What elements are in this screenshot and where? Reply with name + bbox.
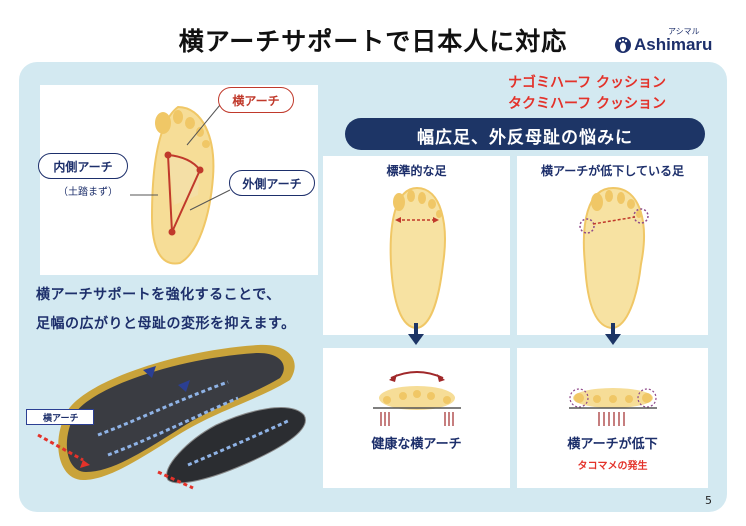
normal-foot-heading: 標準的な足 (323, 162, 510, 179)
normal-foot-card: 標準的な足 (323, 156, 510, 335)
normal-foot-icon (381, 184, 453, 332)
healthy-arch-caption: 健康な横アーチ (323, 433, 510, 452)
product-name-nagomi: ナゴミハーフ クッション (508, 72, 666, 92)
down-arrow-icon-normal (408, 323, 424, 345)
fallen-arch-foot-card: 横アーチが低下している足 (517, 156, 708, 335)
page-number: 5 (705, 494, 712, 507)
fallen-arch-heading: 横アーチが低下している足 (517, 162, 708, 179)
description-line-1: 横アーチサポートを強化することで、 (36, 284, 281, 304)
lateral-arch-label: 外側アーチ (229, 170, 315, 196)
footprint-logo-icon (614, 36, 632, 54)
callus-note: タコマメの発生 (517, 457, 708, 472)
fallen-arch-caption: 横アーチが低下 (517, 433, 708, 452)
problem-banner: 幅広足、外反母趾の悩みに (345, 118, 705, 150)
product-name-takumi: タクミハーフ クッション (508, 93, 666, 113)
fallen-arch-icon (567, 366, 659, 428)
transverse-arch-label: 横アーチ (218, 87, 294, 113)
healthy-arch-card: 健康な横アーチ (323, 348, 510, 488)
insole-arch-tag: 横アーチ (26, 409, 94, 425)
medial-arch-note: （土踏まず） (58, 183, 118, 198)
ashimaru-logo: アシマル Ashimaru (614, 26, 714, 60)
description-line-2: 足幅の広がりと母趾の変形を抑えます。 (36, 313, 296, 333)
medial-arch-label: 内側アーチ (38, 153, 128, 179)
fallen-arch-card: 横アーチが低下 タコマメの発生 (517, 348, 708, 488)
fallen-arch-foot-icon (575, 184, 653, 332)
healthy-arch-icon (371, 366, 463, 428)
logo-name: Ashimaru (634, 35, 712, 55)
down-arrow-icon-fallen (605, 323, 621, 345)
